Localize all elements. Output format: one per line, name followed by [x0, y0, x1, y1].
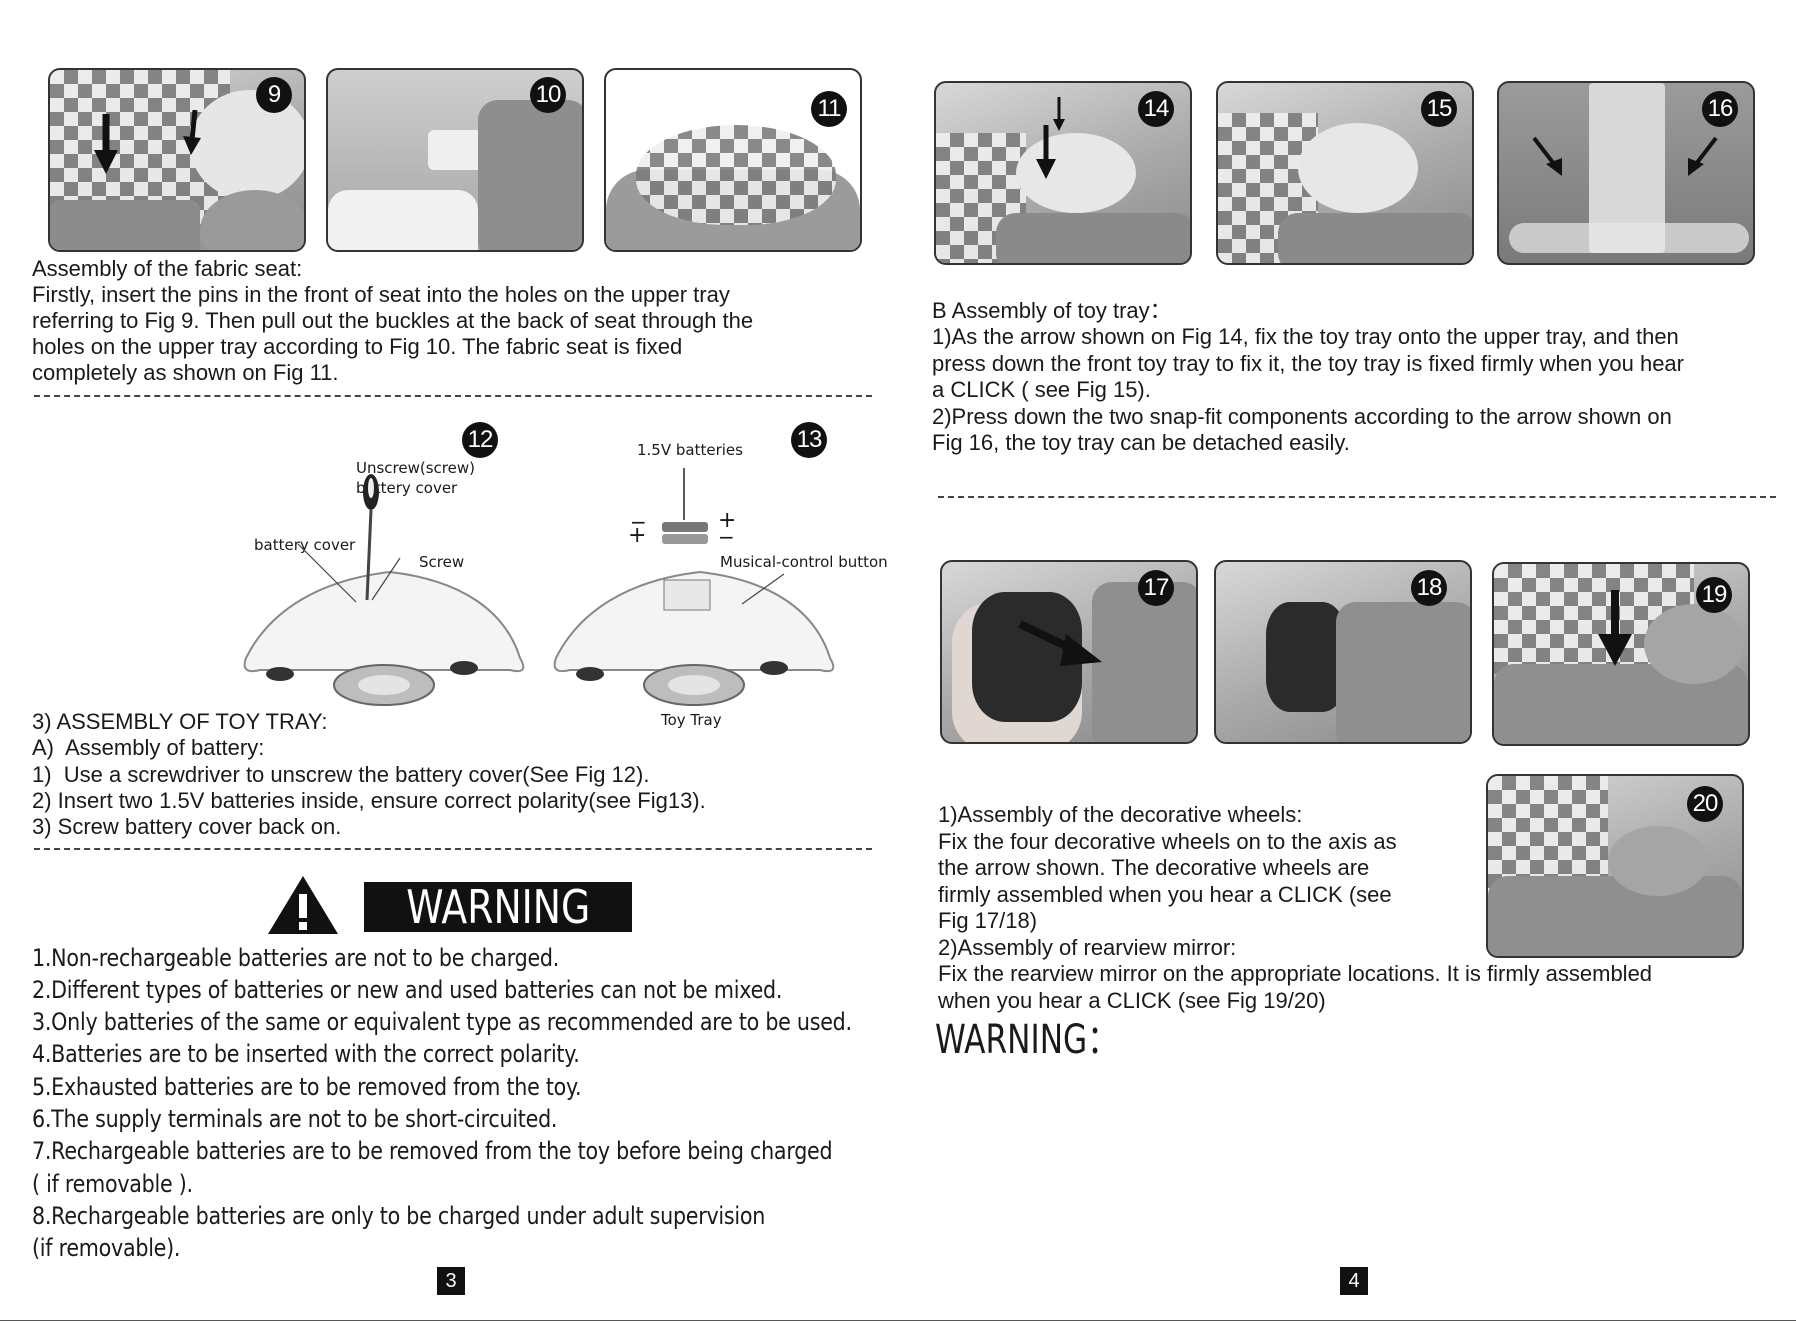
figure-10-photo: [326, 68, 584, 252]
figure-16-badge: 16: [1702, 91, 1738, 127]
fabric-seat-line-4: completely as shown on Fig 11.: [32, 360, 339, 385]
figure-11-badge: 11: [811, 91, 847, 127]
warning-item-1: 1.Non-rechargeable batteries are not to …: [32, 944, 560, 972]
toy-tray-line-4: 3) Screw battery cover back on.: [32, 814, 342, 839]
label-battery-cover: battery cover: [254, 536, 356, 554]
label-unscrew: Unscrew(screw): [356, 459, 475, 477]
toy-tray-b-line-5: 2)Press down the two snap-fit components…: [932, 404, 1672, 429]
warning-triangle-icon: [268, 876, 338, 934]
toy-tray-heading: 3) ASSEMBLY OF TOY TRAY:: [32, 709, 328, 734]
polarity-minus-right: −: [718, 525, 735, 549]
bottom-rule: [0, 1320, 1796, 1321]
arrow-icon: [1018, 620, 1102, 666]
toy-tray-b-line-3: press down the front toy tray to fix it,…: [932, 351, 1684, 376]
arrow-icon: [94, 110, 201, 174]
fabric-seat-line-1: Firstly, insert the pins in the front of…: [32, 282, 730, 307]
toy-tray-line-3: 2) Insert two 1.5V batteries inside, ens…: [32, 788, 706, 813]
label-screw: Screw: [419, 553, 465, 571]
figure-14-badge: 14: [1138, 91, 1174, 127]
page-number-left: 3: [437, 1267, 465, 1295]
figure-12-badge: 12: [462, 422, 498, 458]
label-musical-control: Musical-control button: [720, 553, 888, 571]
fabric-seat-line-2: referring to Fig 9. Then pull out the bu…: [32, 308, 754, 333]
toy-tray-b-line-4: a CLICK ( see Fig 15).: [932, 377, 1151, 402]
figure-20-badge: 20: [1687, 786, 1723, 822]
fabric-seat-line-3: holes on the upper tray according to Fig…: [32, 334, 683, 359]
warning-item-6: 6.The supply terminals are not to be sho…: [32, 1105, 558, 1133]
warning-item-3: 3.Only batteries of the same or equivale…: [32, 1008, 852, 1036]
decorative-line-3: the arrow shown. The decorative wheels a…: [938, 855, 1370, 880]
polarity-plus-right: +: [718, 508, 737, 533]
figure-20-photo: [1486, 774, 1744, 958]
divider: [938, 496, 1776, 498]
arrow-icon: [1598, 590, 1632, 666]
polarity-plus-left: +: [628, 523, 647, 548]
arrow-icon: [1036, 97, 1065, 179]
page-number-right: 4: [1340, 1267, 1368, 1295]
warning-item-8b: (if removable).: [32, 1234, 181, 1262]
figure-17-badge: 17: [1138, 570, 1174, 606]
warning-banner: WARNING: [364, 882, 632, 932]
warning-item-7: 7.Rechargeable batteries are to be remov…: [32, 1137, 833, 1165]
warning-label: WARNING：: [935, 1017, 1119, 1063]
polarity-minus-left: −: [630, 510, 647, 534]
toy-tray-illustration: [243, 468, 835, 706]
decorative-line-5: Fig 17/18): [938, 908, 1038, 933]
warning-item-8: 8.Rechargeable batteries are only to be …: [32, 1202, 766, 1230]
warning-item-7b: ( if removable ).: [32, 1170, 193, 1198]
toy-tray-b-line-2: 1)As the arrow shown on Fig 14, fix the …: [932, 324, 1679, 349]
decorative-line-7: Fix the rearview mirror on the appropria…: [938, 961, 1653, 986]
warning-item-2: 2.Different types of batteries or new an…: [32, 976, 783, 1004]
figure-13-badge: 13: [791, 422, 827, 458]
decorative-line-6: 2)Assembly of rearview mirror:: [938, 935, 1237, 960]
decorative-line-8: when you hear a CLICK (see Fig 19/20): [938, 988, 1326, 1013]
figure-9-badge: 9: [256, 77, 292, 113]
figure-15-photo: [1216, 81, 1474, 265]
figure-15-badge: 15: [1421, 91, 1457, 127]
arrow-icon: [1532, 136, 1718, 176]
toy-tray-line-2: 1) Use a screwdriver to unscrew the batt…: [32, 762, 650, 787]
fabric-seat-heading: Assembly of the fabric seat:: [32, 256, 303, 281]
label-toy-tray: Toy Tray: [661, 711, 722, 729]
toy-tray-b-line-1: B Assembly of toy tray：: [932, 298, 1172, 323]
divider: [34, 848, 872, 850]
divider: [34, 395, 872, 397]
toy-tray-b-line-6: Fig 16, the toy tray can be detached eas…: [932, 430, 1350, 455]
toy-tray-line-1: A) Assembly of battery:: [32, 735, 265, 760]
warning-item-5: 5.Exhausted batteries are to be removed …: [32, 1073, 582, 1101]
decorative-line-4: firmly assembled when you hear a CLICK (…: [938, 882, 1392, 907]
decorative-line-1: 1)Assembly of the decorative wheels:: [938, 802, 1303, 827]
label-batteries: 1.5V batteries: [637, 441, 743, 459]
figure-18-badge: 18: [1411, 570, 1447, 606]
decorative-line-2: Fix the four decorative wheels on to the…: [938, 829, 1397, 854]
figure-10-badge: 10: [530, 77, 566, 113]
warning-banner-text: WARNING: [405, 880, 591, 934]
figure-11-photo: [604, 68, 862, 252]
warning-item-4: 4.Batteries are to be inserted with the …: [32, 1040, 580, 1068]
figure-19-badge: 19: [1696, 577, 1732, 613]
